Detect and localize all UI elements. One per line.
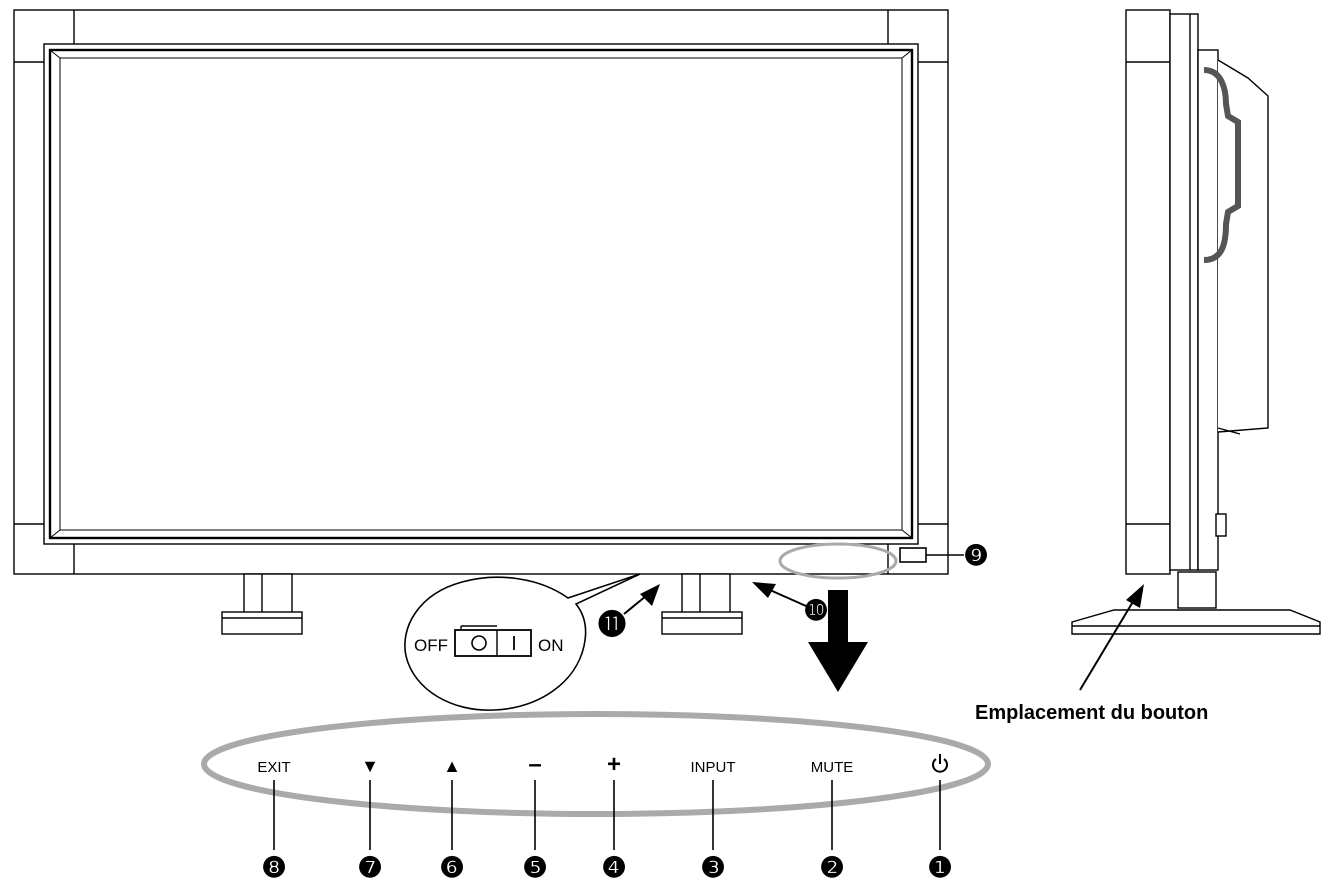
input-callout-marker: ❸ [700, 852, 725, 883]
stand-foot-left [221, 573, 303, 635]
down-arrow-icon [808, 590, 868, 692]
rear-chassis [1197, 49, 1219, 571]
plus-callout-marker: ❹ [601, 852, 626, 883]
bezel-ring-outer [43, 43, 919, 545]
power-callout-marker: ❶ [927, 852, 952, 883]
mute-callout-marker: ❷ [819, 852, 844, 883]
rear-cabinet [1217, 59, 1269, 433]
minus-button-label[interactable]: – [528, 751, 541, 778]
switch-off-symbol [471, 635, 487, 651]
side-stand-neck [1177, 571, 1217, 609]
power-switch-zoom: OFF ON [404, 573, 641, 711]
side-view-pointer [1079, 584, 1144, 691]
control-button-markers: ❽ ❼ ❻ ❺ ❹ ❸ ❷ ❶ [261, 852, 952, 883]
callout-10-marker: ❿ [803, 595, 828, 626]
callout-11-marker: ⓫ [598, 608, 626, 640]
side-view-caption: Emplacement du bouton [975, 702, 1208, 724]
carry-handle [1203, 67, 1241, 263]
down-callout-marker: ❼ [357, 852, 382, 883]
down-button-label[interactable]: ▼ [361, 756, 379, 776]
side-bezel [1125, 9, 1171, 575]
control-button-leaders [273, 780, 941, 850]
side-connector [1215, 513, 1227, 537]
monitor-outer-frame [13, 9, 949, 575]
up-callout-marker: ❻ [439, 852, 464, 883]
remote-sensor-window [899, 547, 927, 563]
mute-button-label[interactable]: MUTE [811, 759, 854, 776]
control-panel-outline [201, 711, 991, 817]
power-icon[interactable] [932, 754, 948, 773]
screen [59, 57, 903, 531]
side-body [1169, 13, 1199, 571]
callout-10: ❿ [752, 582, 829, 626]
exit-button-label[interactable]: EXIT [257, 759, 290, 776]
rocker-switch [454, 629, 532, 657]
stand-foot-right [661, 573, 743, 635]
monitor-front-view [13, 9, 949, 575]
monitor-side-view [1071, 9, 1321, 635]
callout-11: ⓫ [598, 584, 660, 640]
exit-callout-marker: ❽ [261, 852, 286, 883]
switch-on-label: ON [538, 636, 564, 655]
side-stand-base [1071, 609, 1321, 635]
plus-button-label[interactable]: + [607, 751, 621, 778]
input-button-label[interactable]: INPUT [691, 759, 736, 776]
control-button-labels: EXIT ▼ ▲ – + INPUT MUTE [257, 751, 948, 778]
bezel-ring-inner [48, 48, 914, 540]
switch-off-label: OFF [414, 636, 448, 655]
callout-9-marker: ❾ [963, 540, 988, 571]
minus-callout-marker: ❺ [522, 852, 547, 883]
up-button-label[interactable]: ▲ [443, 756, 461, 776]
button-area-highlight [778, 542, 898, 580]
